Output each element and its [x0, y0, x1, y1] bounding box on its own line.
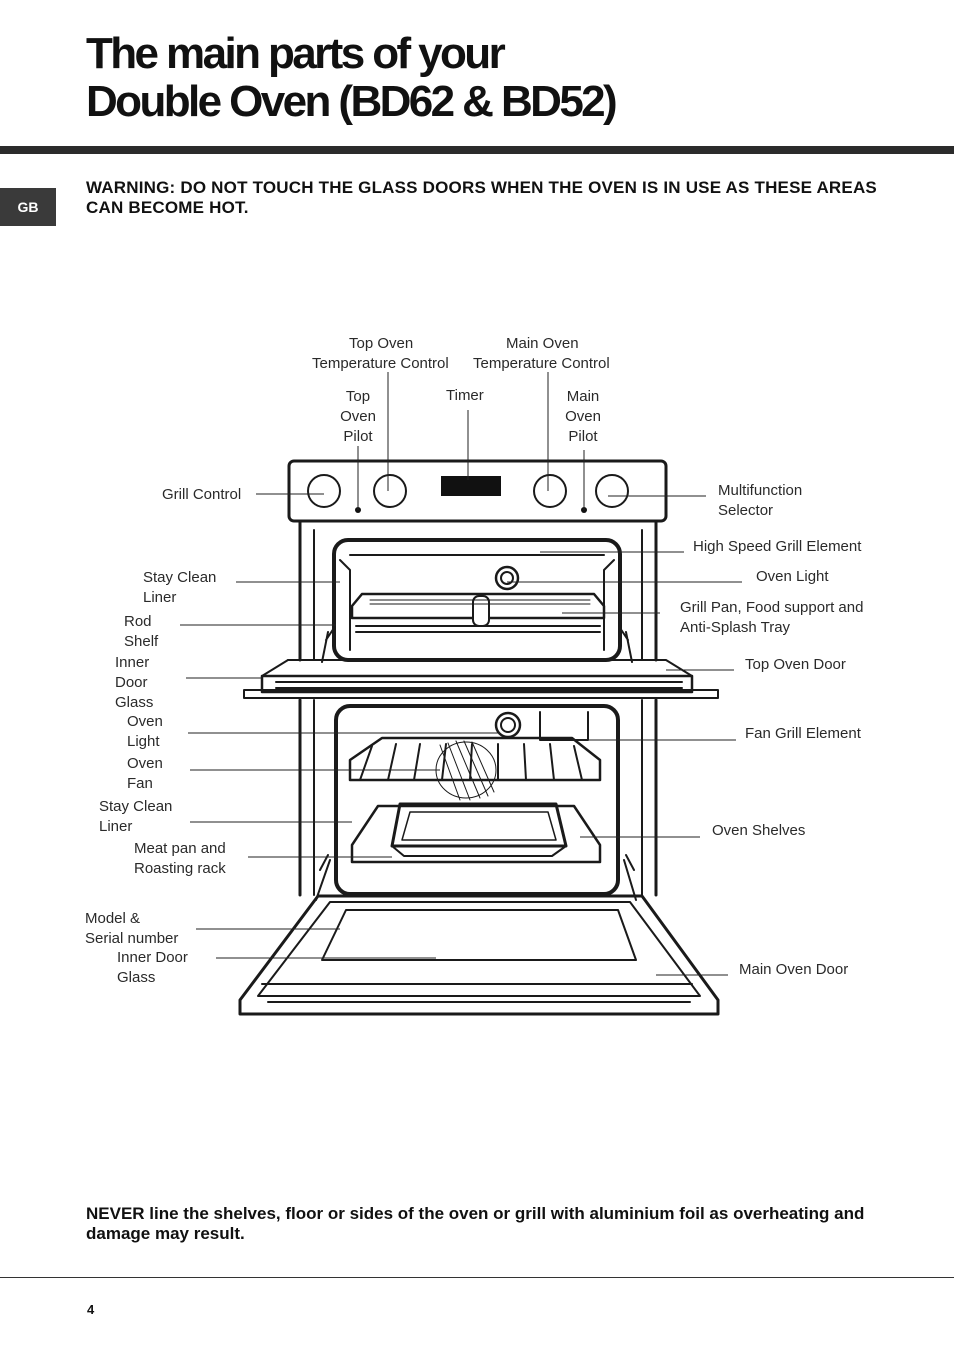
page-number: 4 — [87, 1302, 95, 1317]
grill-pan — [350, 592, 606, 620]
oven-shelf-bottom — [350, 804, 602, 864]
top-oven-door — [260, 674, 694, 694]
label-multifunction-selector: Multifunction Selector — [718, 482, 803, 519]
page-title: The main parts of your Double Oven (BD62… — [86, 29, 618, 126]
label-rod-shelf: Rod Shelf — [124, 613, 159, 650]
label-oven-fan: Oven Fan — [127, 755, 163, 792]
footer-rule — [0, 1277, 954, 1278]
main-oven-door — [238, 894, 720, 1016]
foil-warning: NEVER line the shelves, floor or sides o… — [86, 1204, 865, 1243]
hot-door-warning: WARNING: DO NOT TOUCH THE GLASS DOORS WH… — [86, 178, 877, 217]
label-oven-shelves: Oven Shelves — [712, 822, 806, 839]
label-high-speed-grill-element: High Speed Grill Element — [693, 538, 862, 555]
top-oven-light — [494, 565, 520, 591]
label-inner-door-glass-main: Inner Door Glass — [117, 949, 188, 986]
page-title-line-2: Double Oven (BD62 & BD52) — [86, 77, 618, 126]
label-top-oven-temp-control: Top Oven Temperature Control — [312, 335, 449, 372]
grill-control-knob — [307, 474, 341, 508]
multifunction-knob — [595, 474, 629, 508]
label-main-oven-temp-control: Main Oven Temperature Control — [473, 335, 610, 372]
label-top-oven-door: Top Oven Door — [745, 656, 846, 673]
title-rule — [0, 146, 954, 154]
control-panel — [287, 459, 668, 523]
main-oven-temp-knob — [533, 474, 567, 508]
oven-shelf-top — [348, 736, 602, 782]
label-grill-pan: Grill Pan, Food support and Anti-Splash … — [680, 599, 864, 636]
label-oven-light-main: Oven Light — [127, 713, 163, 750]
label-grill-control: Grill Control — [162, 486, 242, 503]
label-model-serial-number: Model & Serial number — [85, 910, 179, 947]
timer-display — [441, 476, 501, 496]
label-oven-light-top: Oven Light — [756, 568, 829, 585]
label-stay-clean-liner-main: Stay Clean Liner — [99, 798, 173, 835]
label-stay-clean-liner-top: Stay Clean Liner — [143, 569, 217, 606]
label-main-oven-pilot: Main Oven Pilot — [565, 388, 601, 445]
label-meat-pan: Meat pan and Roasting rack — [134, 840, 226, 877]
language-tab: GB — [0, 188, 56, 226]
main-oven-cavity — [334, 704, 620, 896]
label-main-oven-door: Main Oven Door — [739, 961, 849, 978]
label-top-oven-pilot: Top Oven Pilot — [340, 388, 376, 445]
label-inner-door-glass-top: Inner Door Glass — [115, 654, 154, 711]
label-fan-grill-element: Fan Grill Element — [745, 725, 861, 742]
label-timer: Timer — [446, 387, 484, 404]
top-oven-temp-knob — [373, 474, 407, 508]
page-title-line-1: The main parts of your — [86, 29, 506, 78]
